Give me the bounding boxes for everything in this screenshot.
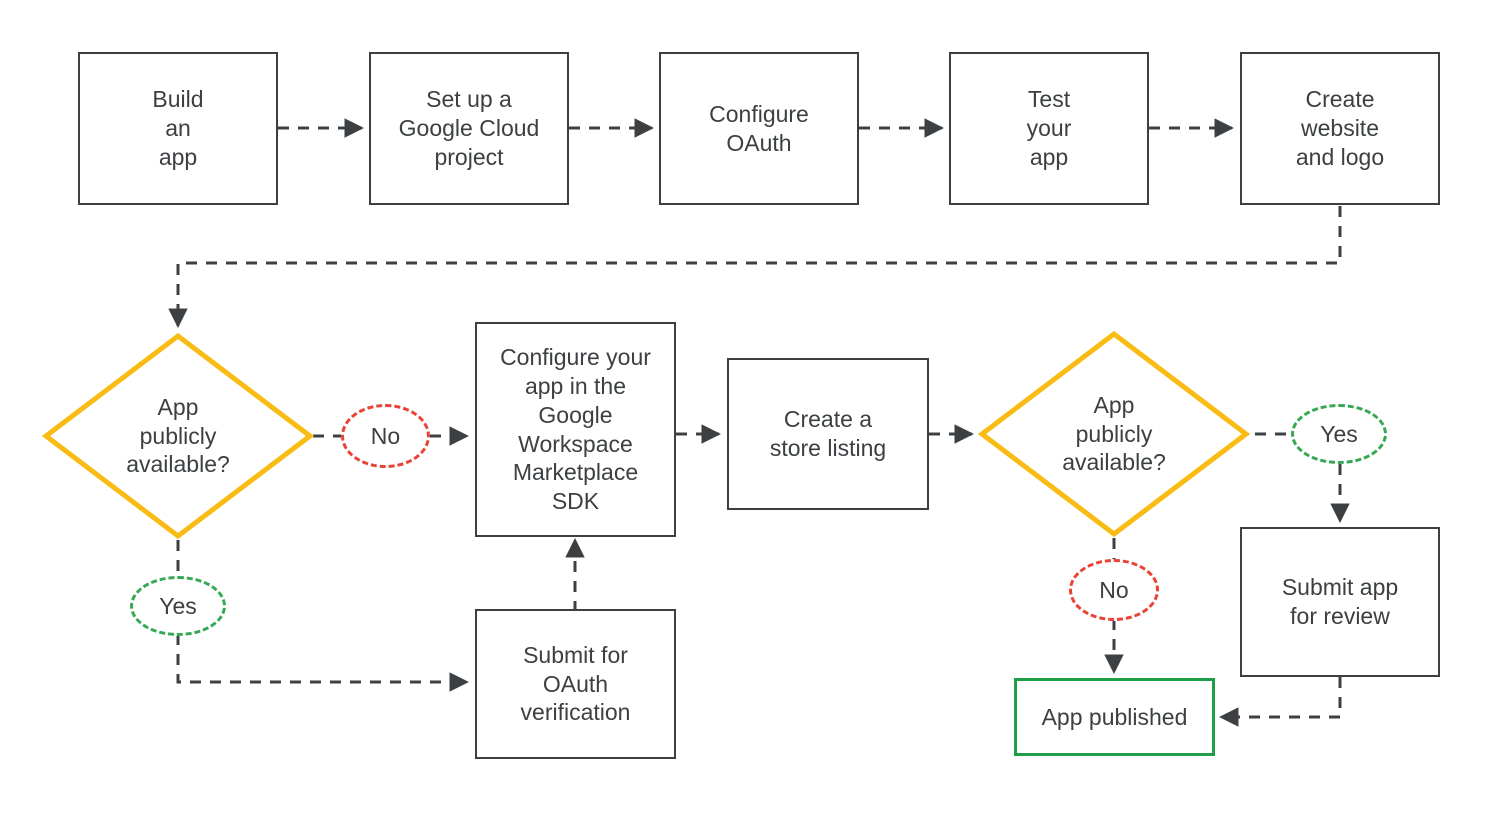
edge-submitreview-to-published xyxy=(1219,677,1342,727)
node-build-an-app[interactable]: Build an app xyxy=(78,52,278,205)
diamond-shape xyxy=(42,332,314,540)
edge-label-text: Yes xyxy=(1320,420,1358,447)
edge-label-no-right: No xyxy=(1069,559,1159,621)
node-label: App publicly available? xyxy=(126,393,230,478)
node-decision-app-publicly-available-right[interactable]: App publicly available? xyxy=(978,330,1250,538)
edge-label-no-left: No xyxy=(341,404,430,468)
node-label: Configure OAuth xyxy=(709,100,809,156)
node-create-website-and-logo[interactable]: Create website and logo xyxy=(1240,52,1440,205)
edge-label-text: No xyxy=(1099,576,1129,603)
edge-website-to-decision-left xyxy=(168,206,1342,328)
node-label: Submit for OAuth verification xyxy=(520,641,631,726)
diamond-shape xyxy=(978,330,1250,538)
node-configure-oauth[interactable]: Configure OAuth xyxy=(659,52,859,205)
node-label: Build an app xyxy=(152,86,204,170)
node-label: Test your app xyxy=(1026,86,1072,170)
edge-label-yes-left: Yes xyxy=(130,576,226,636)
node-app-published[interactable]: App published xyxy=(1014,678,1215,756)
node-decision-app-publicly-available-left[interactable]: App publicly available? xyxy=(42,332,314,540)
node-test-your-app[interactable]: Test your app xyxy=(949,52,1149,205)
node-submit-app-for-review[interactable]: Submit app for review xyxy=(1240,527,1440,677)
node-label: Configure your app in the Google Workspa… xyxy=(500,344,651,514)
node-label: Create a store listing xyxy=(769,406,887,461)
edge-label-yes-right: Yes xyxy=(1291,404,1387,464)
node-submit-for-oauth-verification[interactable]: Submit for OAuth verification xyxy=(475,609,676,759)
node-configure-app-in-marketplace-sdk[interactable]: Configure your app in the Google Workspa… xyxy=(475,322,676,537)
node-label: Submit app for review xyxy=(1281,574,1399,629)
node-create-store-listing[interactable]: Create a store listing xyxy=(727,358,929,510)
node-label: App published xyxy=(1041,703,1188,730)
node-set-up-google-cloud-project[interactable]: Set up a Google Cloud project xyxy=(369,52,569,205)
edge-label-text: No xyxy=(370,422,401,449)
node-label: App publicly available? xyxy=(1062,391,1166,476)
edge-label-text: Yes xyxy=(159,592,197,619)
node-label: Set up a Google Cloud project xyxy=(398,86,540,170)
node-label: Create website and logo xyxy=(1295,86,1385,170)
edge-yeslabel-to-submit-oauth xyxy=(176,634,469,692)
